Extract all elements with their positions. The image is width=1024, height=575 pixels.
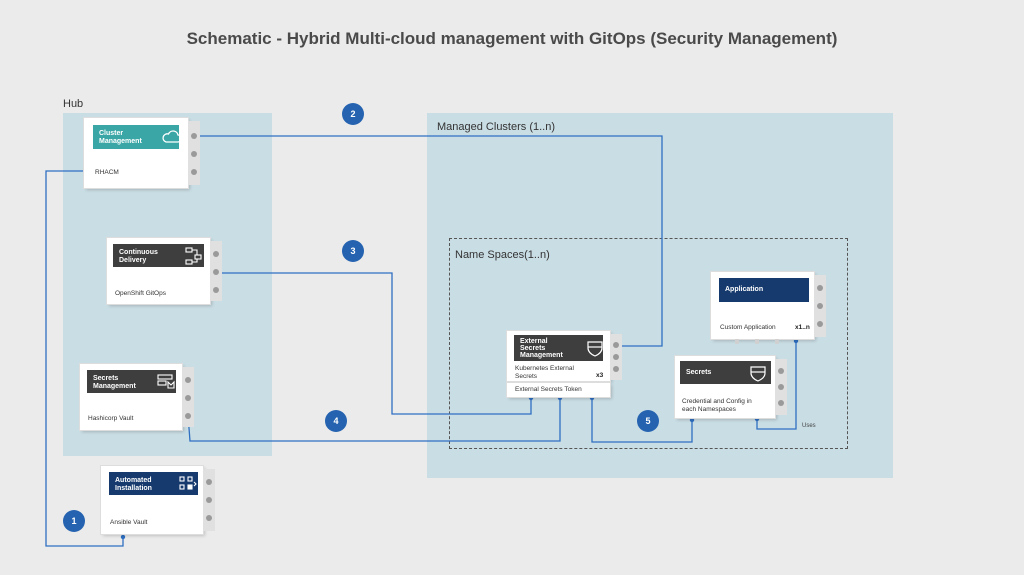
step-marker-3: 3 xyxy=(342,240,364,262)
automated-installation-label: Ansible Vault xyxy=(110,519,148,526)
secrets-side xyxy=(775,359,787,415)
continuous-delivery-header: Continuous Delivery xyxy=(113,244,204,267)
page-title: Schematic - Hybrid Multi-cloud managemen… xyxy=(186,29,838,48)
secrets-label: Credential and Config in each Namespaces xyxy=(682,398,752,413)
application-label: Custom Application xyxy=(720,324,776,331)
pipeline-icon xyxy=(183,246,205,266)
continuous-delivery-side xyxy=(210,241,222,301)
secrets-management-header: Secrets Management xyxy=(87,370,176,393)
secrets-management-title: Secrets Management xyxy=(93,375,136,390)
external-secrets-token[interactable]: External Secrets Token xyxy=(507,383,610,397)
automation-icon xyxy=(177,474,199,494)
cluster-management-card[interactable]: Cluster Management RHACM xyxy=(84,118,188,188)
shield-icon xyxy=(747,363,769,383)
application-badge: x1..n xyxy=(795,324,810,331)
external-secrets-token-label: External Secrets Token xyxy=(515,386,582,393)
name-spaces-label: Name Spaces(1..n) xyxy=(455,249,550,261)
application-title: Application xyxy=(725,286,764,293)
automated-installation-title: Automated Installation xyxy=(115,477,152,492)
step-marker-4: 4 xyxy=(325,410,347,432)
automated-installation-header: Automated Installation xyxy=(109,472,198,495)
secrets-management-side xyxy=(182,367,194,427)
continuous-delivery-card[interactable]: Continuous Delivery OpenShift GitOps xyxy=(107,238,210,304)
automated-installation-card[interactable]: Automated Installation Ansible Vault xyxy=(101,466,203,534)
application-side xyxy=(814,275,826,337)
automated-installation-side xyxy=(203,469,215,531)
cloud-icon xyxy=(161,127,183,147)
external-secrets-side xyxy=(610,334,622,380)
secrets-title: Secrets xyxy=(686,369,712,376)
secrets-header: Secrets xyxy=(680,361,771,384)
external-secrets-card[interactable]: External Secrets Management Kubernetes E… xyxy=(507,331,610,381)
name-spaces-region xyxy=(449,238,848,449)
cluster-management-title: Cluster Management xyxy=(99,130,142,145)
continuous-delivery-title: Continuous Delivery xyxy=(119,249,158,264)
uses-label: Uses xyxy=(802,423,816,429)
managed-clusters-label: Managed Clusters (1..n) xyxy=(437,121,555,133)
step-marker-5: 5 xyxy=(637,410,659,432)
secrets-icon xyxy=(155,372,177,392)
step-marker-1: 1 xyxy=(63,510,85,532)
secrets-management-card[interactable]: Secrets Management Hashicorp Vault xyxy=(80,364,182,430)
application-header: Application xyxy=(719,278,809,302)
hub-label: Hub xyxy=(63,98,84,110)
continuous-delivery-label: OpenShift GitOps xyxy=(115,290,166,297)
application-card[interactable]: Application Custom Application x1..n xyxy=(711,272,814,339)
step-marker-2: 2 xyxy=(342,103,364,125)
shield-icon xyxy=(584,338,606,358)
secrets-card[interactable]: Secrets Credential and Config in each Na… xyxy=(675,356,775,418)
external-secrets-header: External Secrets Management xyxy=(514,335,603,361)
cluster-management-label: RHACM xyxy=(95,169,119,176)
external-secrets-label: Kubernetes External Secrets xyxy=(515,365,574,380)
external-secrets-title: External Secrets Management xyxy=(520,338,563,359)
cluster-management-header: Cluster Management xyxy=(93,125,179,149)
secrets-management-label: Hashicorp Vault xyxy=(88,415,134,422)
cluster-management-side xyxy=(188,121,200,185)
external-secrets-badge: x3 xyxy=(596,372,604,379)
